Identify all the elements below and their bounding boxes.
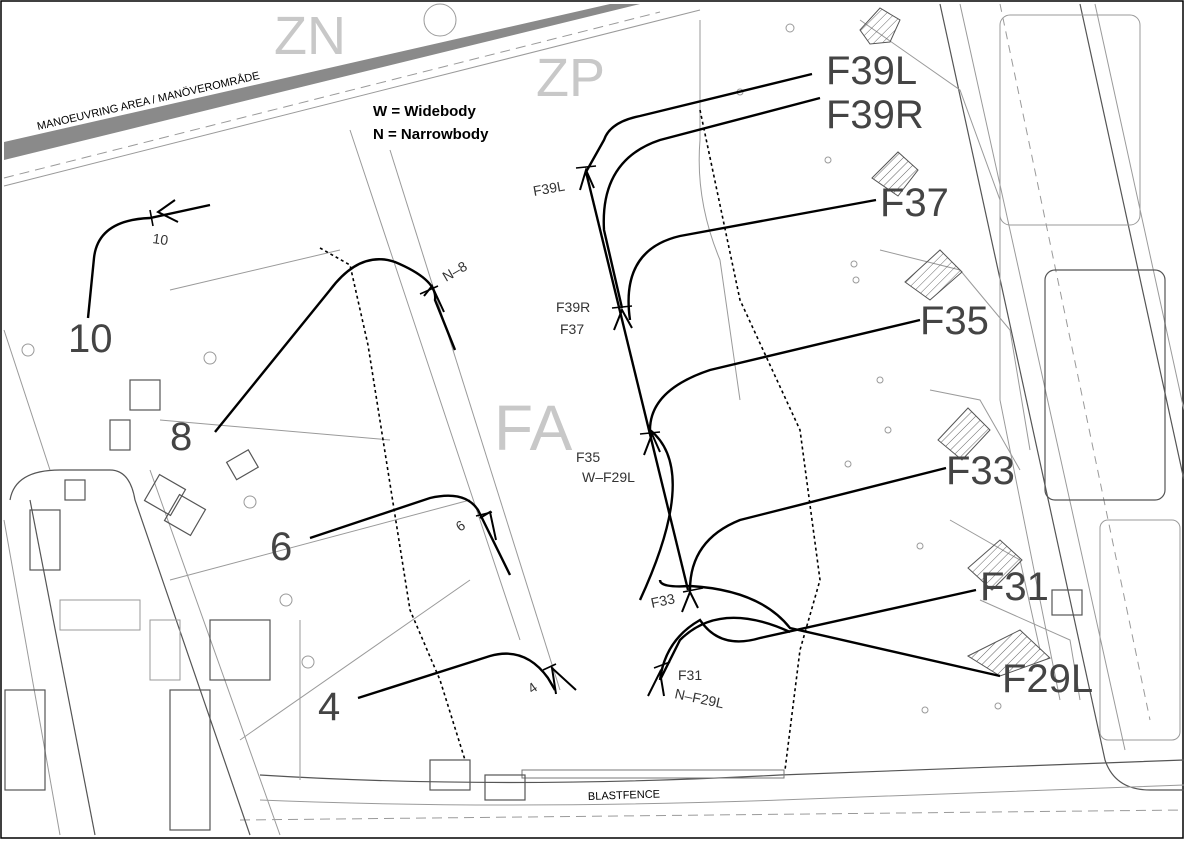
route-stand-8 (214, 258, 457, 433)
legend-narrowbody: N = Narrowbody (373, 126, 489, 143)
stop-bar-4 (542, 663, 557, 671)
arrow-f35 (643, 431, 661, 456)
arrow-stand-6 (479, 510, 497, 541)
stop-label-4: 4 (525, 679, 541, 697)
route-f35 (638, 318, 921, 601)
stand-label-f35: F35 (920, 299, 989, 343)
stop-label-w-f29l: W–F29L (582, 469, 635, 485)
stop-bar-f39r-f37 (611, 305, 633, 309)
stand-label-f39l: F39L (826, 49, 917, 93)
route-stand-4 (357, 652, 557, 700)
arrow-f39l (579, 167, 595, 191)
arrow-f33 (681, 589, 699, 613)
stop-label-f39l: F39L (532, 178, 566, 199)
stop-label-n-f29l: N–F29L (673, 685, 725, 711)
stand-label-f39r: F39R (826, 93, 924, 137)
arrow-stand-4 (550, 665, 577, 695)
area-boundaries (319, 109, 821, 771)
arrow-f31 (647, 668, 665, 697)
stop-label-f31: F31 (678, 667, 702, 683)
hatched-structures (859, 7, 1051, 677)
route-f39l (584, 72, 813, 173)
stop-label-n8: N–8 (440, 258, 470, 285)
stop-bars (149, 165, 704, 671)
route-f-spine (584, 171, 690, 591)
stop-label-f35: F35 (576, 449, 600, 465)
stand-label-8: 8 (170, 415, 192, 459)
route-f33 (688, 466, 947, 591)
direction-arrows (156, 167, 699, 697)
arrow-stand-10 (156, 199, 179, 223)
stand-label-6: 6 (270, 525, 292, 569)
background-layout (3, 3, 1184, 836)
legend-widebody: W = Widebody (373, 103, 476, 120)
stand-label-10: 10 (68, 317, 113, 361)
zone-label-zp: ZP (536, 48, 605, 108)
route-stand-6 (309, 494, 512, 576)
stand-label-f37: F37 (880, 181, 949, 225)
stop-label-6: 6 (453, 517, 469, 535)
stop-bar-f35 (639, 431, 661, 435)
stand-label-f29l: F29L (1002, 657, 1093, 701)
arrow-stand-8 (423, 284, 445, 313)
stop-bar-f33 (682, 587, 704, 593)
stop-label-f37: F37 (560, 321, 584, 337)
route-f39r (602, 96, 821, 309)
stop-bar-f39l (575, 165, 597, 169)
stop-label-f39r: F39R (556, 299, 590, 315)
route-f37 (627, 198, 877, 321)
route-f31 (658, 588, 977, 681)
route-f29l-narrow (658, 616, 791, 681)
route-f29l-wide (658, 579, 1001, 678)
stop-label-f33: F33 (649, 590, 676, 611)
stop-bar-10 (149, 209, 154, 227)
stop-label-10: 10 (152, 230, 170, 248)
zone-label-zn: ZN (274, 6, 346, 66)
stop-bar-f31 (653, 661, 671, 669)
taxi-routes (86, 72, 1001, 700)
zone-label-fa: FA (494, 392, 573, 464)
manoeuvring-area-boundary (3, 4, 701, 187)
arrow-f39r (613, 307, 633, 331)
stand-label-4: 4 (318, 685, 340, 729)
blastfence-label: BLASTFENCE (588, 788, 661, 803)
stand-label-f31: F31 (980, 565, 1049, 609)
stand-label-f33: F33 (946, 449, 1015, 493)
route-stand-10 (86, 203, 211, 319)
